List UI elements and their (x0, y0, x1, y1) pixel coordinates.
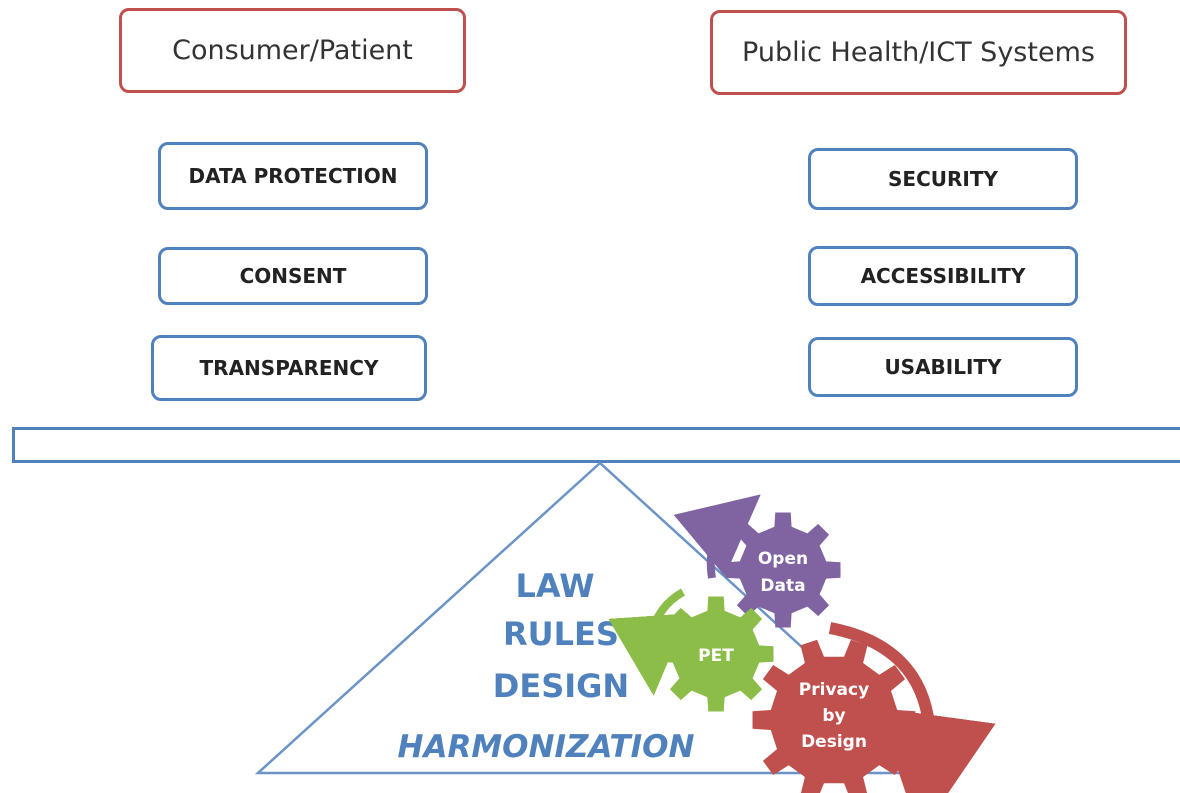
rules-label: RULES (503, 615, 619, 653)
privacy-rotation-arrow (828, 622, 996, 793)
privacy-label-line3: Design (801, 732, 867, 752)
pet-rotation-arrow (608, 588, 689, 696)
pet-gear (658, 596, 774, 712)
open-data-rotation-arrow (673, 494, 761, 579)
gear-open-data-shape (725, 512, 841, 628)
law-label: LAW (515, 567, 594, 605)
gear-pet-shape (658, 596, 774, 712)
public-health-ict-header: Public Health/ICT Systems (710, 10, 1127, 95)
design-label: DESIGN (493, 667, 629, 705)
fulcrum-triangle (254, 461, 944, 775)
security-box: SECURITY (808, 148, 1078, 210)
data-protection-box: DATA PROTECTION (158, 142, 428, 210)
privacy-label-line2: by (822, 706, 845, 726)
pet-label: PET (698, 646, 734, 666)
consent-box: CONSENT (158, 247, 428, 305)
consumer-patient-header: Consumer/Patient (119, 8, 466, 93)
privacy-by-design-gear (752, 639, 916, 793)
gear-privacy-shape (752, 639, 916, 793)
harmonization-label: HARMONIZATION (398, 729, 695, 765)
transparency-box: TRANSPARENCY (151, 335, 427, 401)
open-data-gear (725, 512, 841, 628)
open-data-label-line1: Open (758, 549, 808, 569)
privacy-label-line1: Privacy (799, 680, 869, 700)
accessibility-box: ACCESSIBILITY (808, 246, 1078, 306)
usability-box: USABILITY (808, 337, 1078, 397)
balance-beam (12, 427, 1180, 463)
open-data-label-line2: Data (760, 576, 805, 596)
